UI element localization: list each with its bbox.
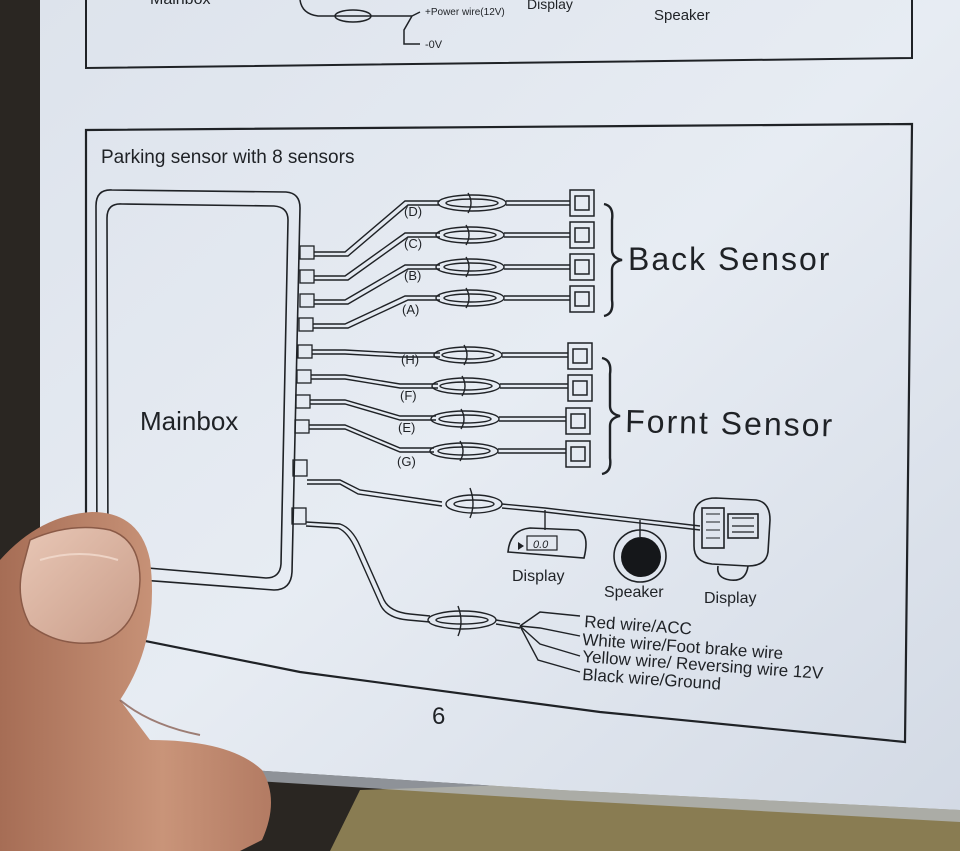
channel-label: (G) [397, 454, 416, 469]
power-harness [305, 521, 581, 673]
front-brace [601, 356, 621, 476]
small-display: 0.0 [507, 527, 587, 559]
top-speaker-label: Speaker [654, 7, 710, 24]
channel-label: (F) [400, 388, 417, 403]
main-diagram: Parking sensor with 8 sensors Mainbox [84, 122, 914, 744]
back-sensor-label: Back Sensor [628, 241, 831, 277]
ground-wire-label: -0V [425, 39, 443, 51]
front-sensor-heads [565, 342, 593, 468]
diagram-title: Parking sensor with 8 sensors [101, 147, 354, 168]
display-bus [307, 479, 701, 537]
mainbox-label: Mainbox [140, 406, 238, 436]
front-sensor-label: Fornt Sensor [625, 403, 835, 443]
mainbox: Mainbox [95, 189, 315, 591]
power-wire-label: +Power wire(12V) [425, 7, 505, 18]
lcd-digits: 0.0 [533, 539, 549, 551]
channel-label: (A) [402, 302, 419, 317]
speaker-label: Speaker [604, 584, 664, 601]
channel-label: (D) [404, 204, 422, 219]
back-brace [603, 202, 623, 318]
page-number: 6 [432, 703, 445, 730]
top-diagram: Mainbox +Power wire(12V) -0V Display Spe… [85, 0, 913, 70]
front-sensor-wires [309, 349, 440, 453]
top-mainbox-label: Mainbox [150, 0, 210, 8]
back-sensor-heads [569, 189, 595, 313]
wire-labels: Red wire/ACC White wire/Foot brake wire … [582, 612, 825, 694]
thumb [0, 512, 271, 851]
channel-label: (B) [404, 268, 421, 283]
channel-label: (C) [404, 236, 422, 251]
large-display-label: Display [704, 590, 756, 607]
front-inline-connectors [429, 344, 503, 462]
channel-label: (E) [398, 420, 415, 435]
paper-page [40, 0, 960, 810]
top-display-label: Display [527, 0, 573, 12]
large-display [693, 497, 771, 582]
channel-label: (H) [401, 352, 419, 367]
speaker [613, 529, 667, 583]
back-inline-connectors [435, 192, 507, 309]
small-display-label: Display [512, 568, 564, 585]
sensor-leads [498, 200, 570, 454]
back-sensor-wires [313, 200, 440, 329]
